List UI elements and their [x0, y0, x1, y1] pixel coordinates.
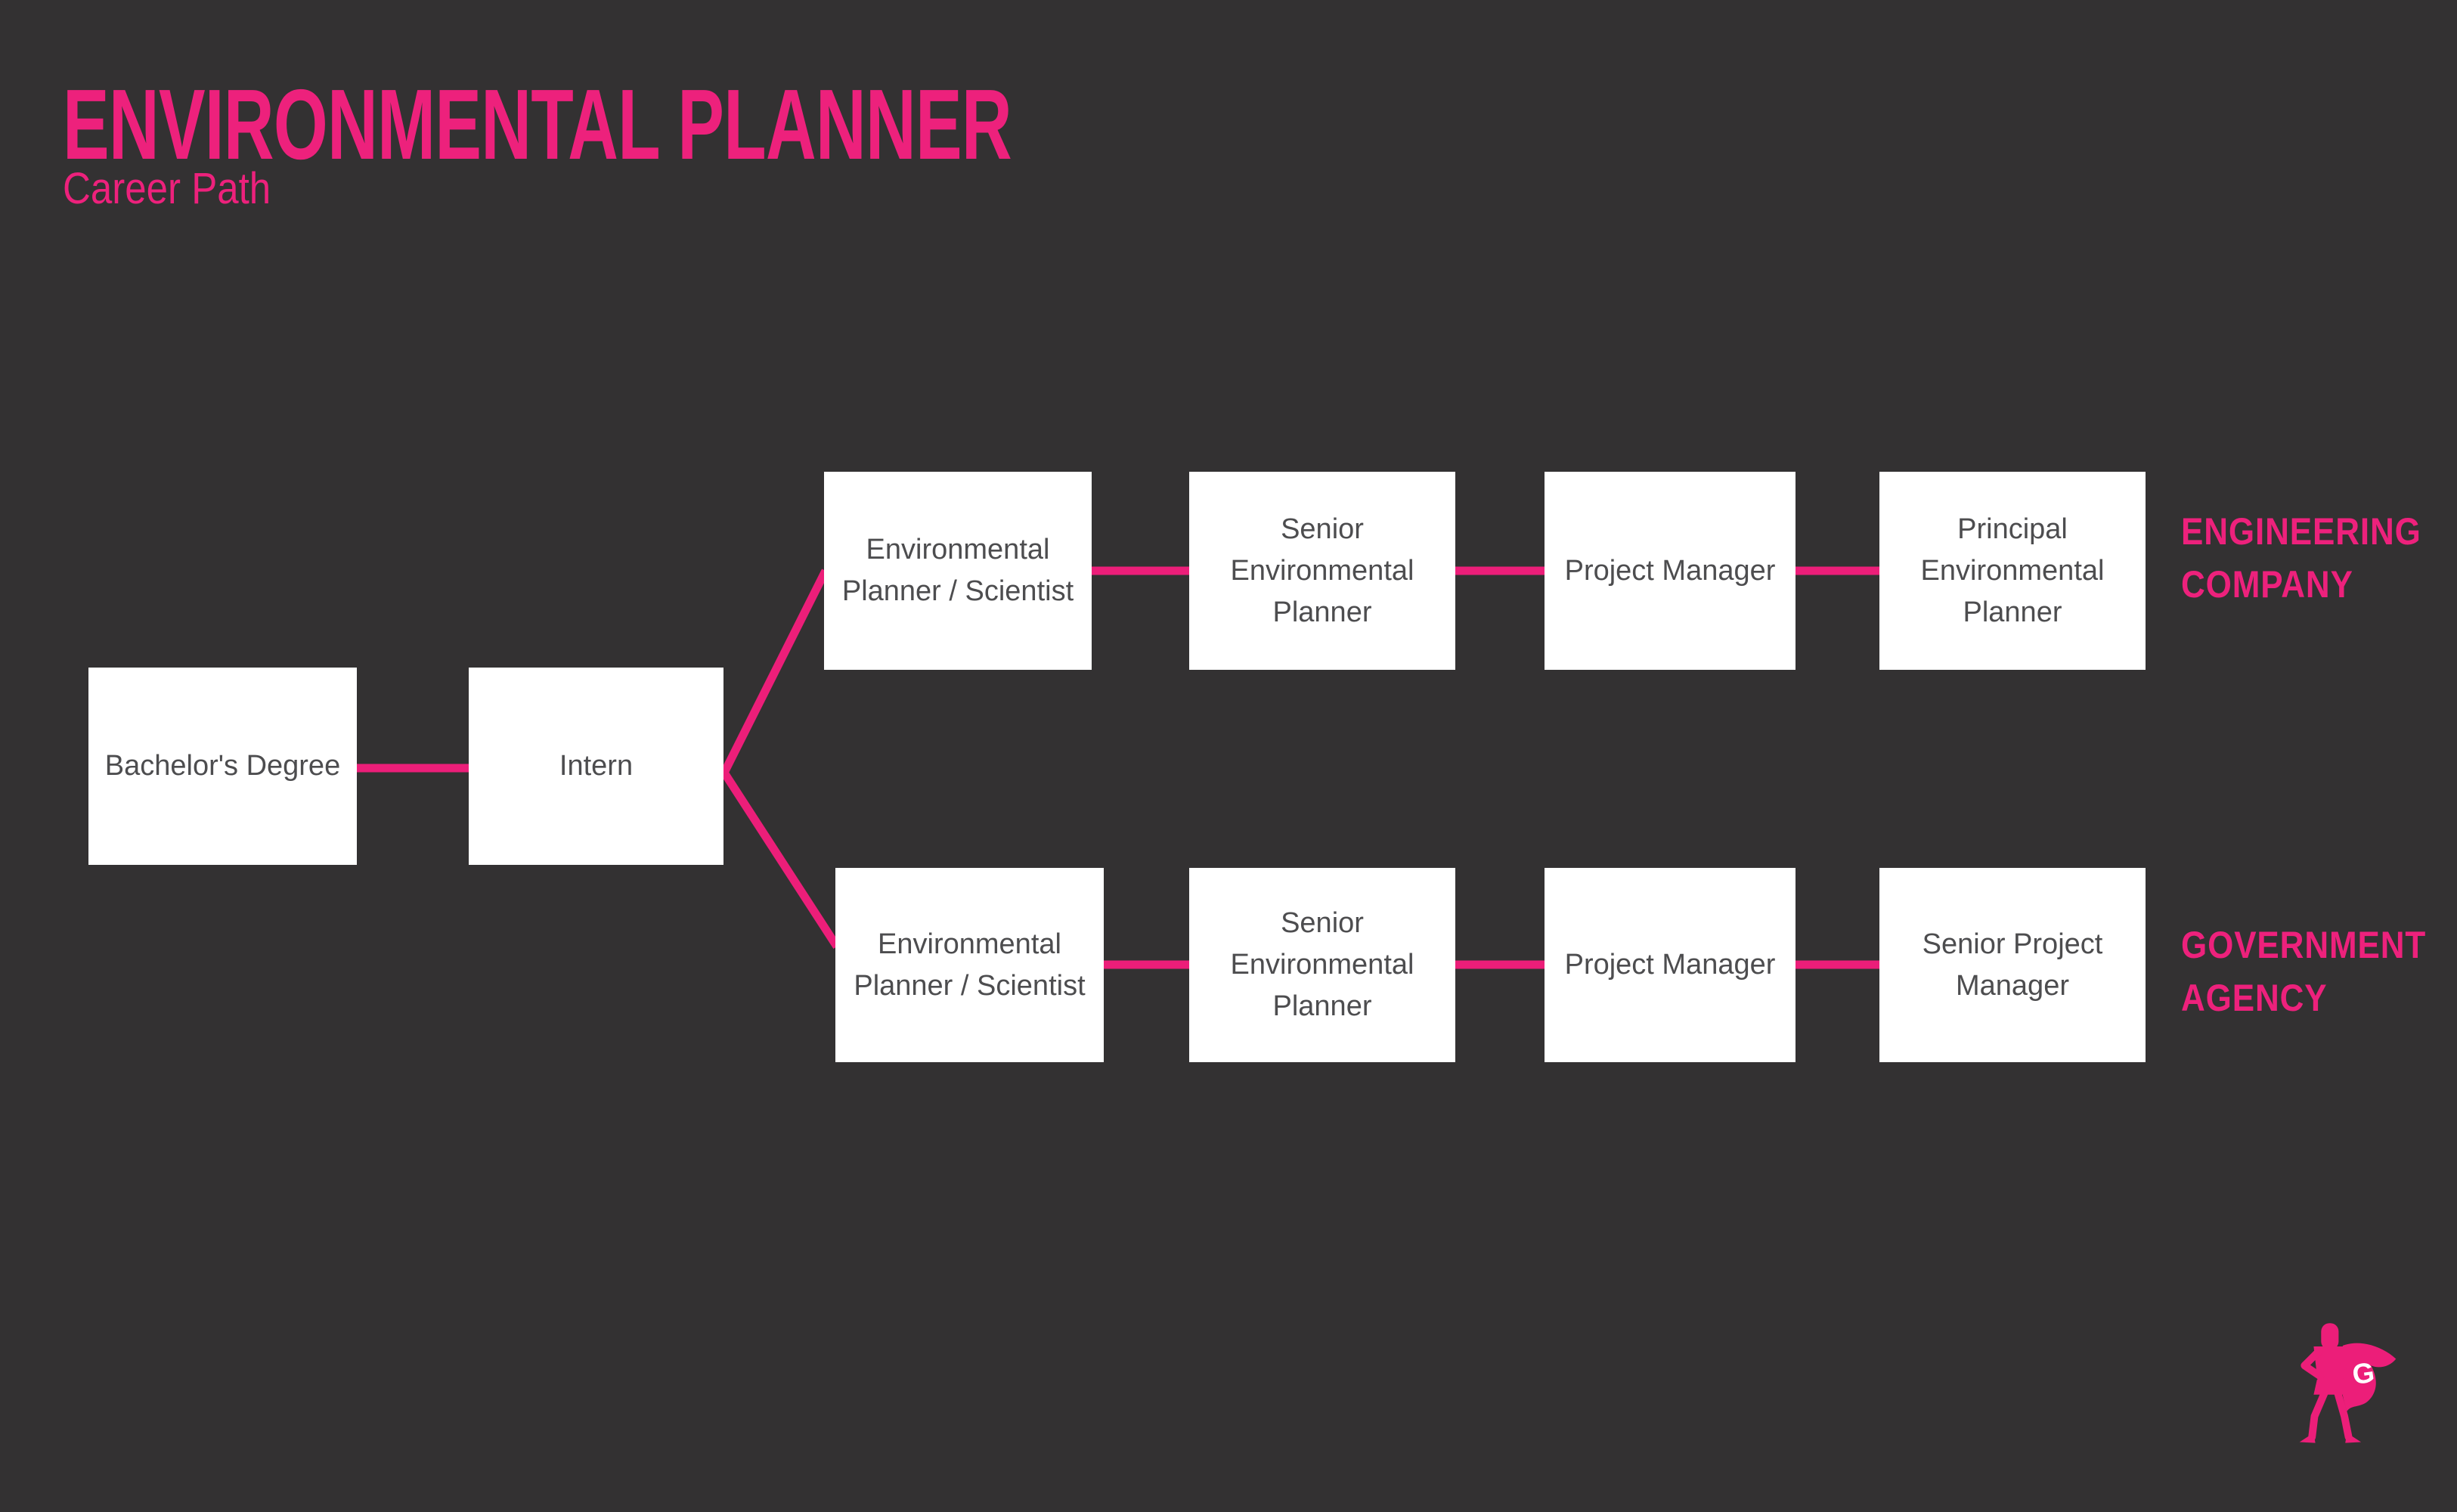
logo-letter: G [2350, 1356, 2377, 1391]
node-project-manager: Project Manager [1545, 868, 1796, 1062]
node-intern: Intern [469, 668, 723, 865]
node-bachelors-degree: Bachelor's Degree [88, 668, 357, 865]
superhero-logo: G [2299, 1323, 2397, 1443]
page-title: ENVIRONMENTAL PLANNER [63, 69, 1012, 180]
page-subtitle: Career Path [63, 164, 271, 213]
node-project-manager: Project Manager [1545, 472, 1796, 670]
logo-head [2321, 1323, 2339, 1350]
